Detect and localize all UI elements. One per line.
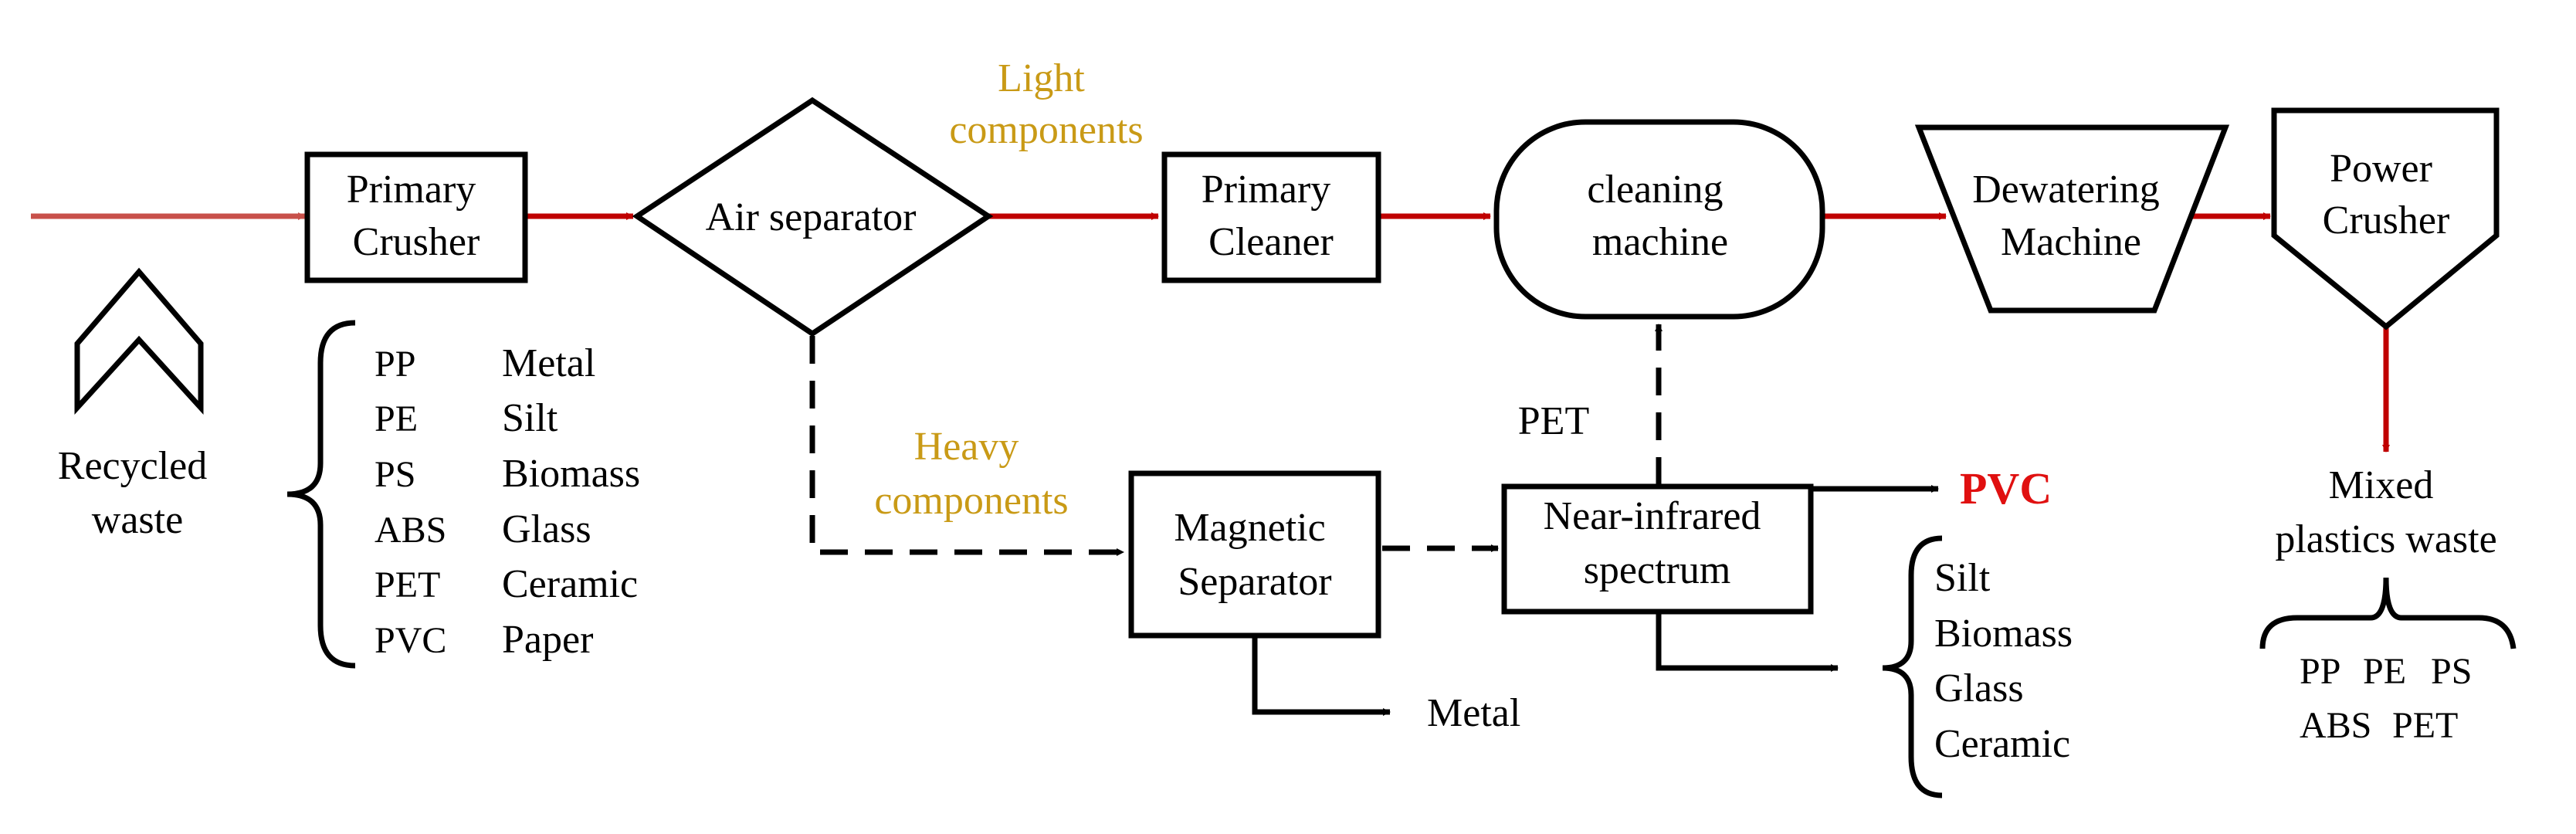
residue-item: Glass <box>1934 666 2024 710</box>
composition-item: Silt <box>502 396 558 440</box>
recycled-waste-icon <box>74 267 204 415</box>
composition-item: Ceramic <box>502 562 638 606</box>
composition-item: Biomass <box>502 452 640 496</box>
heavy-components-label: Heavy components <box>874 425 1068 523</box>
composition-item: Metal <box>502 341 595 385</box>
svg-text:Magnetic Separator: Magnetic Separator <box>1174 506 1335 604</box>
primary-cleaner-line2: Cleaner <box>1208 220 1334 264</box>
near-infrared-line1: Near-infrared <box>1544 494 1761 538</box>
composition-item: PVC <box>375 620 446 661</box>
output-item: PE <box>2363 651 2406 692</box>
air-separator-label: Air separator <box>706 195 917 239</box>
dewatering-machine-node: Dewatering Machine <box>1914 124 2230 314</box>
output-title: Mixed plastics waste <box>2275 463 2496 561</box>
power-crusher-node: Power Crusher <box>2271 107 2500 331</box>
composition-item: PE <box>375 398 418 439</box>
metal-output-label: Metal <box>1427 691 1520 735</box>
composition-plastics-list: PP PE PS ABS PET PVC <box>375 344 446 661</box>
pet-label: PET <box>1518 399 1589 443</box>
residue-item: Silt <box>1934 556 1991 600</box>
output-item: PET <box>2392 705 2458 746</box>
output-item: ABS <box>2300 705 2371 746</box>
cleaning-machine-line2: machine <box>1592 220 1728 264</box>
primary-cleaner-line1: Primary <box>1202 168 1331 212</box>
svg-text:Near-infrared spectrum: Near-infrared spectrum <box>1544 494 1771 592</box>
svg-text:cleaning machine: cleaning machine <box>1587 168 1733 264</box>
residue-item: Ceramic <box>1934 722 2070 766</box>
recycled-waste-label: Recycled waste <box>58 444 217 542</box>
arrow-magnetic-to-metal <box>1252 637 1391 716</box>
output-plastics-list: PP PE PS ABS PET <box>2300 651 2472 746</box>
residue-list: Silt Biomass Glass Ceramic <box>1934 556 2073 766</box>
primary-crusher-line2: Crusher <box>353 220 480 264</box>
pvc-label: PVC <box>1960 463 2052 514</box>
svg-text:Primary Crusher: Primary Crusher <box>347 168 486 264</box>
composition-item: ABS <box>375 510 446 551</box>
output-item: PS <box>2431 651 2472 692</box>
air-separator-node: Air separator <box>632 97 994 337</box>
output-brace <box>2259 577 2517 649</box>
composition-item: Glass <box>502 507 591 551</box>
power-crusher-line1: Power <box>2330 147 2432 191</box>
residue-brace <box>1882 535 1943 798</box>
near-infrared-node: Near-infrared spectrum <box>1501 483 1814 615</box>
svg-text:Dewatering Machine: Dewatering Machine <box>1972 168 2170 264</box>
primary-crusher-line1: Primary <box>347 168 476 212</box>
primary-cleaner-node: Primary Cleaner <box>1161 151 1381 283</box>
dewatering-machine-line2: Machine <box>2001 220 2141 264</box>
composition-item: PS <box>375 454 415 495</box>
arrow-nir-to-residue <box>1656 613 1839 672</box>
composition-item: PP <box>375 344 415 385</box>
light-components-label: Light components <box>949 56 1143 152</box>
arrow-air-to-magnetic <box>809 336 1124 556</box>
composition-others-list: Metal Silt Biomass Glass Ceramic Paper <box>502 341 640 662</box>
power-crusher-line2: Crusher <box>2323 198 2450 242</box>
composition-brace <box>286 320 356 669</box>
residue-item: Biomass <box>1934 612 2073 656</box>
primary-crusher-node: Primary Crusher <box>304 151 528 283</box>
cleaning-machine-node: cleaning machine <box>1493 119 1825 320</box>
magnetic-separator-line2: Separator <box>1178 560 1331 604</box>
magnetic-separator-node: Magnetic Separator <box>1128 470 1381 639</box>
svg-text:Primary Cleaner: Primary Cleaner <box>1202 168 1341 264</box>
near-infrared-line2: spectrum <box>1584 548 1731 592</box>
output-item: PP <box>2300 651 2340 692</box>
composition-item: PET <box>375 564 440 605</box>
cleaning-machine-line1: cleaning <box>1587 168 1723 212</box>
magnetic-separator-line1: Magnetic <box>1174 506 1325 550</box>
composition-item: Paper <box>502 618 593 662</box>
dewatering-machine-line1: Dewatering <box>1972 168 2160 212</box>
svg-text:Power Crusher: Power Crusher <box>2323 147 2450 242</box>
